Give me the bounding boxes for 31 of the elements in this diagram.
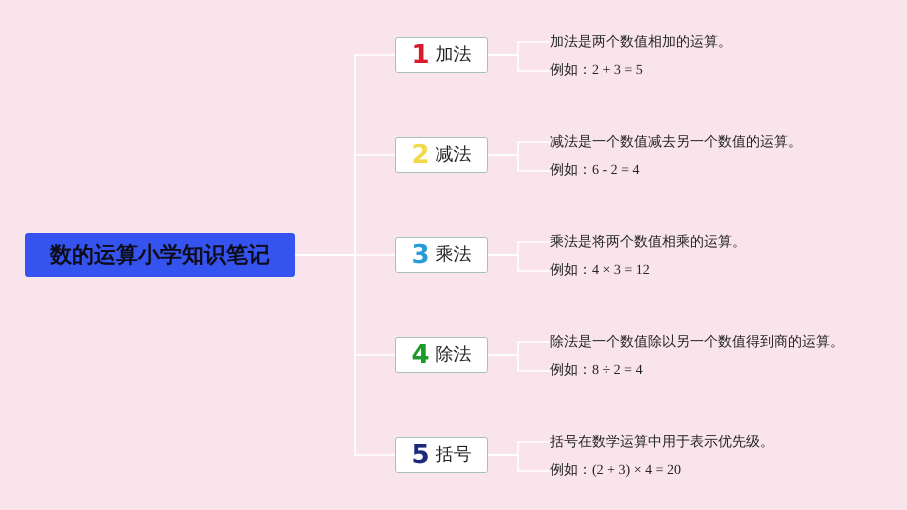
branch-box [395,437,488,473]
branch-label: 减法 [436,144,472,166]
example-text: 例如：8 ÷ 2 = 4 [550,361,643,381]
description-text: 括号在数学运算中用于表示优先级。 [550,432,774,452]
branch-box [395,37,488,73]
step-number: 3 [411,240,430,270]
connector-line [488,454,550,472]
example-text: 例如：2 + 3 = 5 [550,61,643,81]
example-text: 例如：(2 + 3) × 4 = 20 [550,461,682,481]
branch-box [395,137,488,173]
connector-line [488,354,550,372]
connector-line [488,154,550,172]
step-number: 4 [411,340,430,370]
step-number: 2 [411,140,430,170]
central-topic-box: 数的运算小学知识笔记 [25,233,295,277]
branch-label: 括号 [436,444,472,466]
branch-label: 加法 [436,44,472,66]
connector-line [488,54,550,72]
description-text: 减法是一个数值减去另一个数值的运算。 [550,132,802,152]
example-text: 例如：4 × 3 = 12 [550,261,650,281]
step-number: 5 [411,440,430,470]
step-number: 1 [411,40,430,70]
description-text: 除法是一个数值除以另一个数值得到商的运算。 [550,332,844,352]
description-text: 乘法是将两个数值相乘的运算。 [550,232,746,252]
branch-label: 乘法 [436,244,472,266]
branch-box [395,237,488,273]
branch-box [395,337,488,373]
connector-line [488,254,550,272]
description-text: 加法是两个数值相加的运算。 [550,32,732,52]
branch-label: 除法 [436,344,472,366]
example-text: 例如：6 - 2 = 4 [550,161,640,181]
